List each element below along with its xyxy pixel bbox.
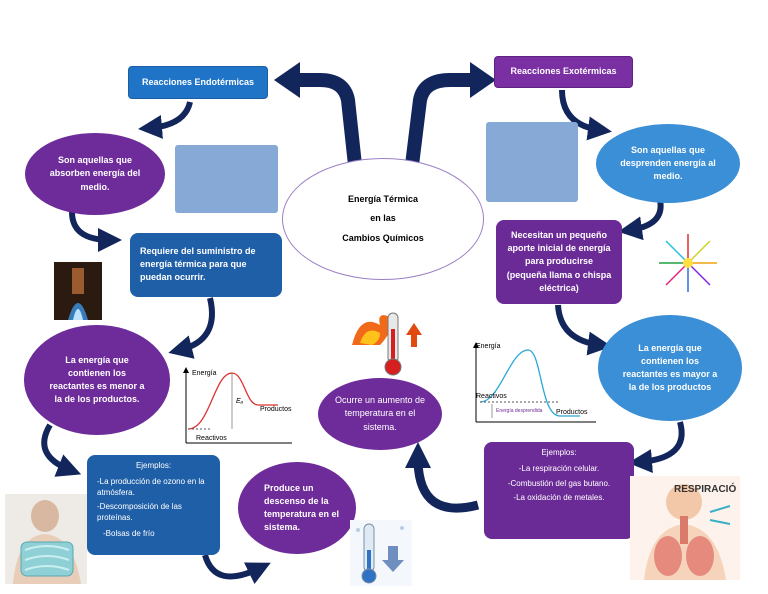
arrow-endo-energy-to-examples: [41, 423, 82, 477]
exo-energy: La energía que contienen los reactantes …: [598, 315, 742, 421]
exo-graph-reactants: Reactivos: [476, 393, 507, 400]
endo-examples-title: Ejemplos:: [135, 461, 172, 470]
center-topic: Energía Térmica en las Cambios Químicos: [282, 158, 484, 280]
endo-title: Reacciones Endotérmicas: [128, 66, 268, 99]
arrow-exo-title-to-def: [559, 89, 612, 141]
endo-energy-graph: Energía Eₐ Productos Reactivos: [183, 367, 292, 444]
endo-temperature: Produce un descenso de la temperatura en…: [238, 462, 356, 554]
arrow-center-to-endo: [274, 62, 362, 166]
cold-thermometer-image: [350, 520, 412, 586]
exo-graph-products: Productos: [556, 409, 588, 416]
endo-example-1: -La producción de ozono en la atmósfera.: [97, 477, 205, 497]
exo-image-placeholder: [486, 122, 578, 202]
exo-requires: Necesitan un pequeño aporte inicial de e…: [496, 220, 622, 304]
exo-graph-released: Energía desprendida: [496, 408, 543, 414]
endo-definition: Son aquellas que absorben energía del me…: [25, 133, 165, 215]
arrow-endo-title-to-def: [138, 101, 193, 139]
exo-graph-ylabel: Energía: [476, 343, 501, 350]
endo-energy: La energía que contienen los reactantes …: [24, 325, 170, 435]
exo-title: Reacciones Exotérmicas: [494, 56, 633, 88]
exo-example-3: -La oxidación de metales.: [513, 493, 605, 503]
center-line-2: en las: [370, 213, 396, 224]
exo-examples: Ejemplos: -La respiración celular. -Comb…: [484, 442, 634, 539]
spark-image: [659, 234, 717, 292]
exo-definition: Son aquellas que desprenden energía al m…: [596, 124, 740, 203]
arrow-exo-requires-to-energy: [555, 304, 612, 356]
exo-energy-graph: Energía Reactivos Energía desprendida Pr…: [473, 342, 596, 423]
endo-graph-ylabel: Energía: [192, 370, 217, 377]
exo-temperature: Ocurre un aumento de temperatura en el s…: [318, 378, 442, 450]
center-line-3: Cambios Químicos: [342, 232, 424, 243]
endo-example-3: -Bolsas de frío: [103, 528, 155, 538]
respiration-image: RESPIRACIÓ: [630, 476, 740, 580]
arrow-exo-def-to-requires: [618, 199, 664, 241]
respiration-label: RESPIRACIÓ: [674, 482, 736, 495]
exo-examples-title: Ejemplos:: [541, 448, 577, 457]
endo-graph-products: Productos: [260, 406, 292, 413]
hot-thermometer-image: [352, 312, 422, 376]
endo-example-2: -Descomposición de las proteínas.: [97, 502, 182, 522]
arrow-endo-requires-to-energy: [168, 297, 215, 359]
flame-burner-image: [54, 262, 102, 320]
arrow-center-to-exo: [405, 62, 496, 166]
center-line-1: Energía Térmica: [347, 194, 419, 205]
arrow-exo-energy-to-examples: [628, 421, 685, 474]
cold-pack-person-image: [5, 494, 87, 584]
arrow-endo-examples-to-temp: [202, 554, 271, 585]
endo-graph-reactants: Reactivos: [196, 435, 227, 442]
exo-example-2: -Combustión del gas butano.: [507, 478, 611, 488]
endo-image-placeholder: [175, 145, 278, 213]
arrow-endo-def-to-requires: [69, 211, 122, 252]
endo-requires: Requiere del suministro de energía térmi…: [130, 233, 282, 297]
arrow-exo-examples-to-temp: [405, 442, 480, 513]
endo-graph-ea: Eₐ: [236, 398, 244, 405]
exo-example-1: -La respiración celular.: [518, 464, 600, 474]
endo-examples: Ejemplos: -La producción de ozono en la …: [87, 455, 220, 555]
